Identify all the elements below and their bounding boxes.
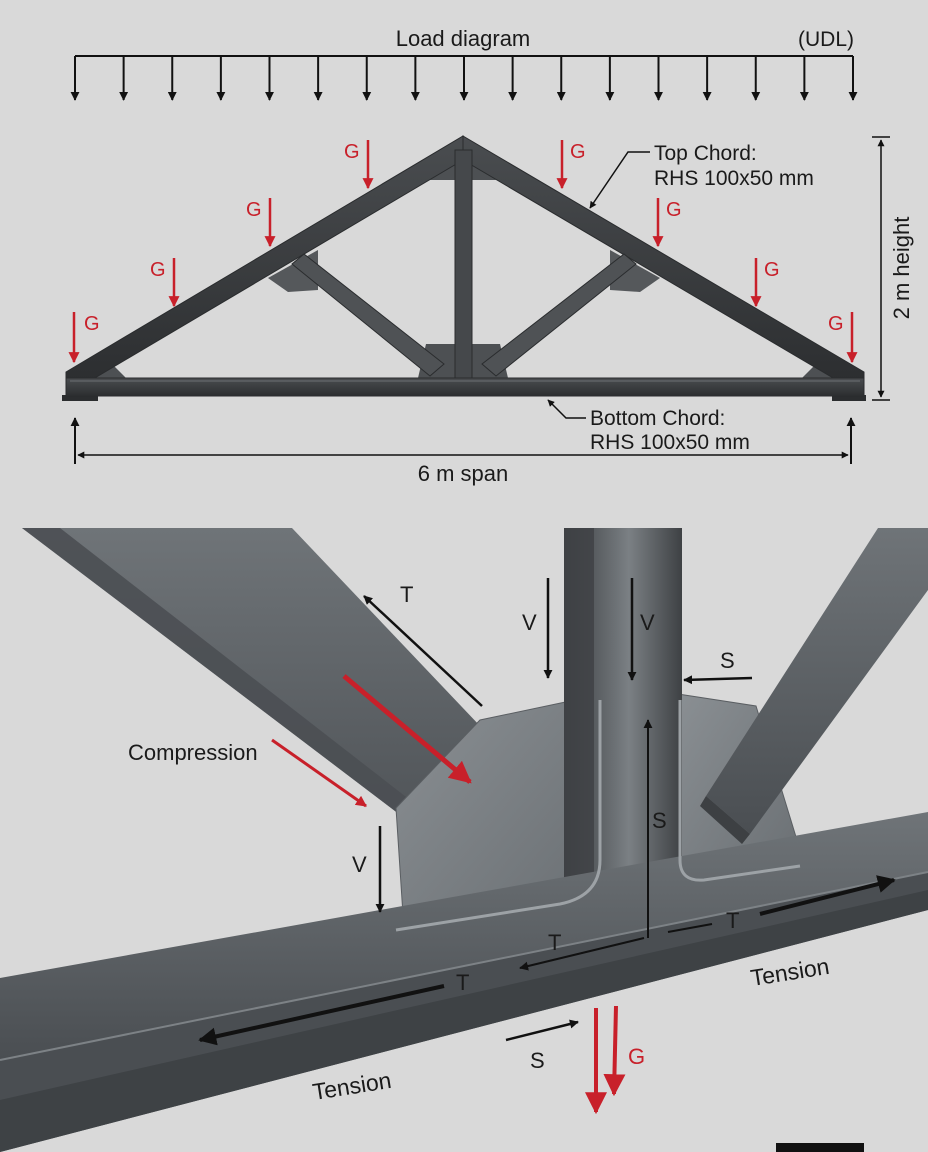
point-load-label: G (570, 141, 586, 163)
point-load-label: G (764, 259, 780, 281)
label-v-left: V (522, 610, 537, 635)
load-diagram: Load diagram (UDL) (70, 26, 858, 101)
label-t-joint: T (548, 930, 561, 955)
arrow-t-joint (519, 937, 645, 971)
bottom-chord (65, 377, 865, 397)
arrow-tension-right (759, 875, 896, 916)
top-chord-label: Top Chord: (654, 142, 757, 165)
udl-label: (UDL) (798, 28, 854, 51)
label-s-lower: S (530, 1048, 545, 1073)
udl-arrows (70, 56, 858, 101)
span-label: 6 m span (418, 461, 509, 486)
label-s-upper: S (720, 648, 735, 673)
label-tension-left: Tension (311, 1067, 393, 1105)
arrow-s-upper (683, 675, 753, 685)
bottom-chord-leader (547, 399, 586, 419)
joint-detail-view (0, 528, 928, 1152)
bottom-chord-label: Bottom Chord: (590, 407, 725, 430)
scale-bar (776, 1143, 864, 1152)
left-base-plate (62, 395, 98, 401)
bottom-chord-callout: Bottom Chord: RHS 100x50 mm (547, 399, 750, 454)
label-v-lower: V (352, 852, 367, 877)
top-chord-section: RHS 100x50 mm (654, 167, 814, 190)
left-heel-gusset (92, 362, 128, 380)
detail-weld-left (395, 700, 602, 932)
bottom-chord-section: RHS 100x50 mm (590, 431, 750, 454)
web-diagonal-right (481, 253, 637, 377)
point-load-label: G (828, 313, 844, 335)
right-base-plate (832, 395, 866, 401)
top-chord-leader (589, 151, 650, 209)
truss-elevation (62, 135, 866, 401)
arrow-s-lower (505, 1019, 579, 1042)
detail-weld-right (678, 700, 801, 882)
web-diagonal-left (291, 253, 445, 377)
label-s-vertical: S (652, 808, 667, 833)
point-load-label: G (344, 141, 360, 163)
top-chord-callout: Top Chord: RHS 100x50 mm (589, 142, 814, 209)
arrow-compression-member (342, 674, 472, 784)
load-diagram-title: Load diagram (396, 26, 531, 51)
label-tension-right: Tension (749, 953, 831, 991)
detail-bottom-chord-lower-face (0, 890, 928, 1152)
arrow-t-joint-right-tick (667, 923, 713, 933)
detail-left-diagonal-side (22, 528, 500, 880)
detail-bottom-chord-edge (0, 871, 928, 1061)
king-post (454, 149, 473, 383)
height-label: 2 m height (889, 217, 914, 320)
arrow-t-diagonal (363, 595, 483, 707)
arrow-g-right (603, 1005, 626, 1097)
arrow-tension-left (198, 984, 445, 1046)
detail-right-diagonal-end (700, 796, 750, 844)
label-g-detail: G (628, 1044, 645, 1069)
label-compression: Compression (128, 740, 258, 765)
label-t-diagonal: T (400, 582, 413, 607)
point-load-label: G (150, 259, 166, 281)
label-t-left: T (456, 970, 469, 995)
point-load-label: G (666, 199, 682, 221)
label-v-right: V (640, 610, 655, 635)
arrow-compression (271, 738, 367, 808)
detail-vertical-member-side (564, 528, 594, 938)
point-load-label: G (246, 199, 262, 221)
point-loads: G G G G G G G G (68, 140, 858, 364)
detail-bottom-chord-top-face (0, 812, 928, 1060)
detail-right-diagonal (706, 528, 928, 834)
point-load-label: G (84, 313, 100, 335)
label-t-right: T (726, 908, 739, 933)
